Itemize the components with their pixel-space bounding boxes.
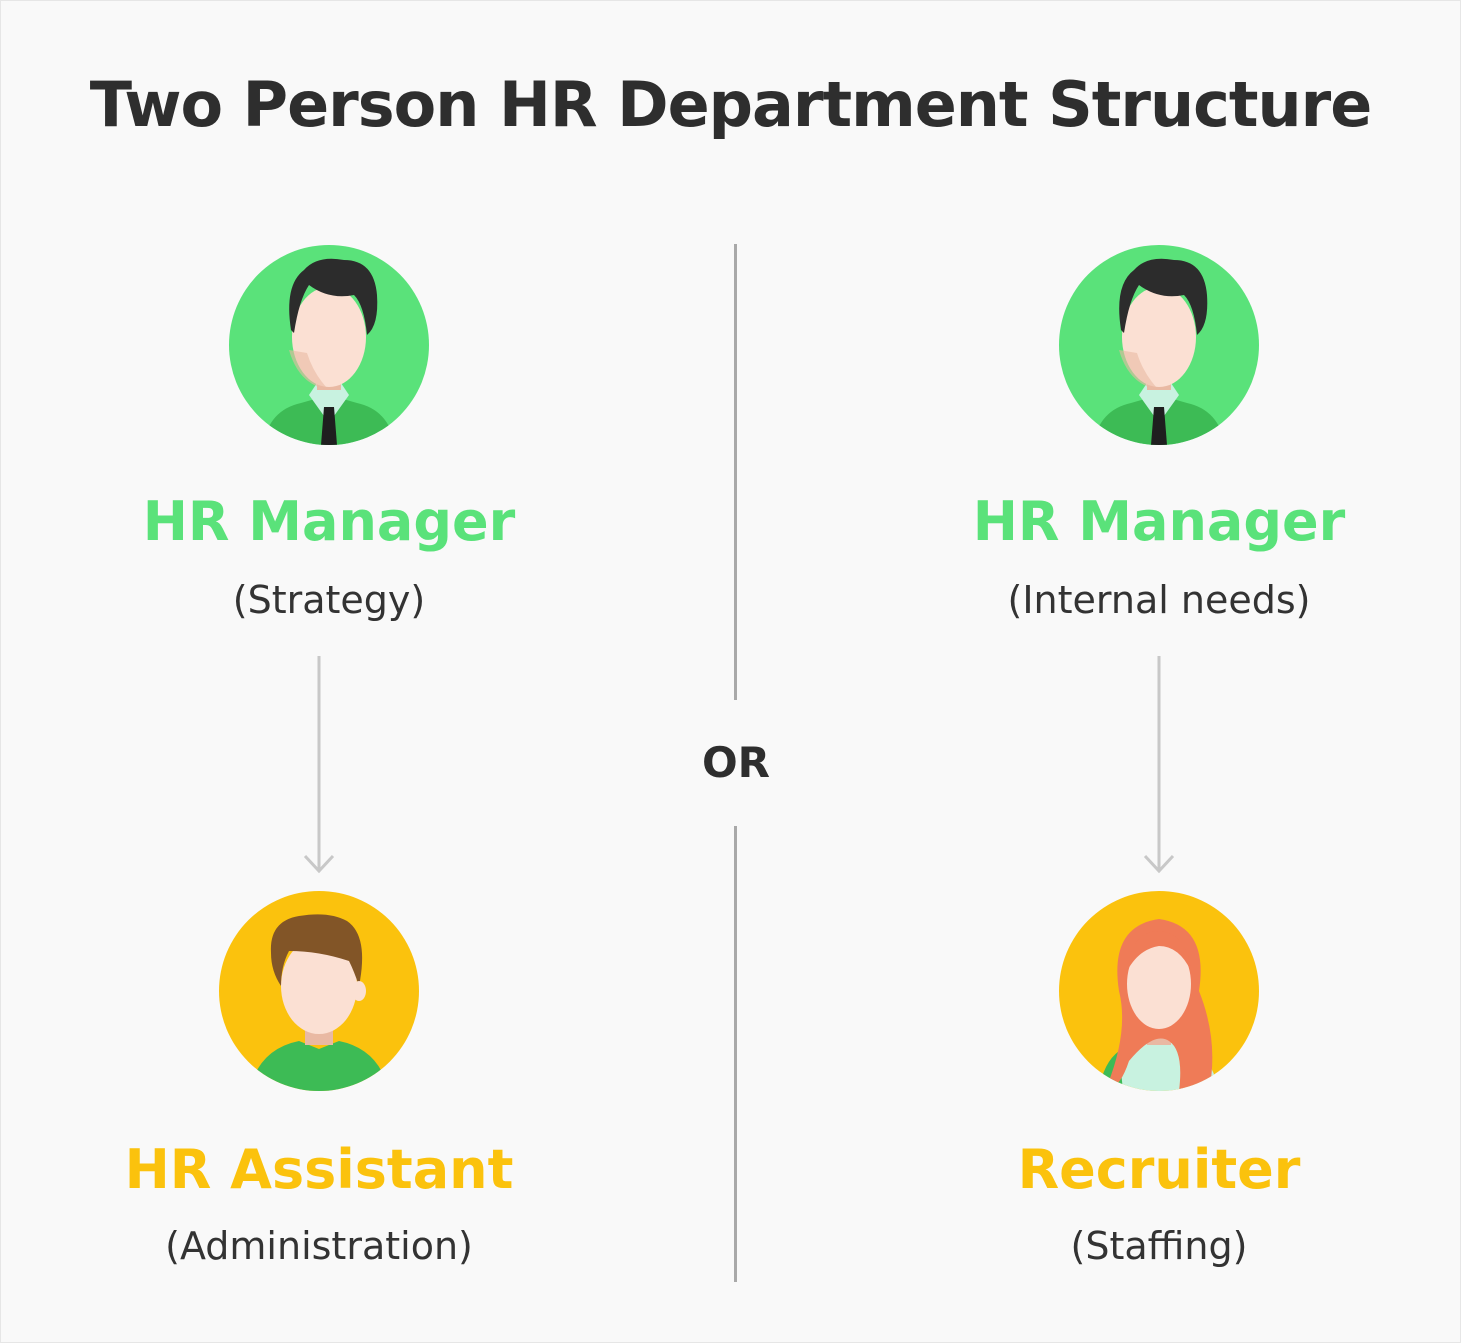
- divider-top: [734, 244, 737, 700]
- assistant-avatar-icon: [219, 891, 419, 1091]
- divider-bottom: [734, 826, 737, 1282]
- manager-avatar-icon: [1059, 245, 1259, 445]
- role-title: HR Manager: [142, 490, 516, 553]
- recruiter-avatar-icon: [1059, 891, 1259, 1091]
- manager-avatar-icon: [229, 245, 429, 445]
- role-focus: (Staffing): [1070, 1224, 1248, 1268]
- down-arrow-icon: [1143, 656, 1175, 874]
- role-focus: (Internal needs): [1007, 578, 1311, 622]
- role-title: HR Assistant: [124, 1138, 514, 1201]
- role-focus: (Administration): [165, 1224, 473, 1268]
- role-focus: (Strategy): [232, 578, 426, 622]
- down-arrow-icon: [303, 656, 335, 874]
- role-title: HR Manager: [972, 490, 1346, 553]
- or-separator: OR: [701, 738, 771, 787]
- diagram-title: Two Person HR Department Structure: [89, 68, 1373, 141]
- role-title: Recruiter: [1017, 1138, 1301, 1201]
